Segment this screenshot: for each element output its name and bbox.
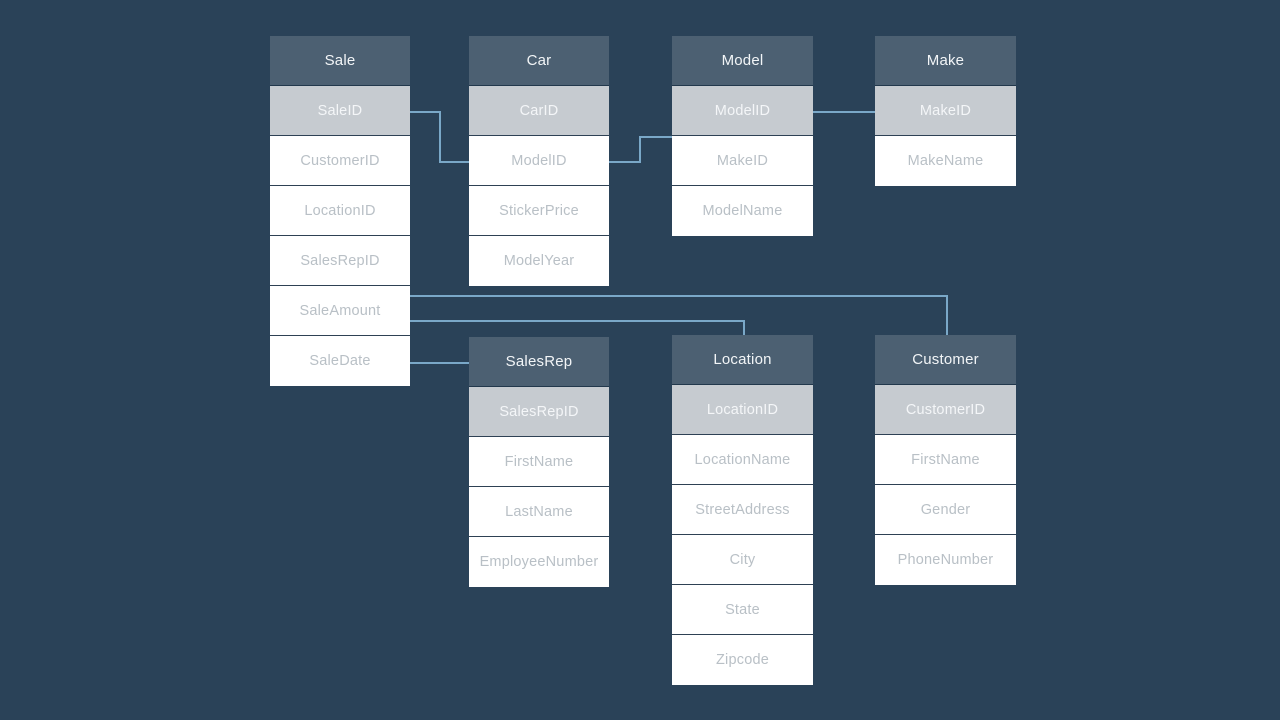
field-car-modelid[interactable]: ModelID <box>469 136 609 186</box>
relationship-line-sale-customer <box>410 295 948 335</box>
entity-title-location: Location <box>672 335 813 385</box>
field-car-modelyear[interactable]: ModelYear <box>469 236 609 286</box>
entity-title-salesrep: SalesRep <box>469 337 609 387</box>
primary-key-field-location-locationid[interactable]: LocationID <box>672 385 813 435</box>
field-location-state[interactable]: State <box>672 585 813 635</box>
field-customer-phonenumber[interactable]: PhoneNumber <box>875 535 1016 585</box>
entity-title-model: Model <box>672 36 813 86</box>
field-model-modelname[interactable]: ModelName <box>672 186 813 236</box>
field-sale-saledate[interactable]: SaleDate <box>270 336 410 386</box>
relationship-line-car-model <box>609 136 672 163</box>
primary-key-field-salesrep-salesrepid[interactable]: SalesRepID <box>469 387 609 437</box>
primary-key-field-car-carid[interactable]: CarID <box>469 86 609 136</box>
primary-key-field-customer-customerid[interactable]: CustomerID <box>875 385 1016 435</box>
field-salesrep-lastname[interactable]: LastName <box>469 487 609 537</box>
entity-title-customer: Customer <box>875 335 1016 385</box>
field-sale-locationid[interactable]: LocationID <box>270 186 410 236</box>
entity-title-sale: Sale <box>270 36 410 86</box>
field-salesrep-firstname[interactable]: FirstName <box>469 437 609 487</box>
field-location-streetaddress[interactable]: StreetAddress <box>672 485 813 535</box>
entity-title-make: Make <box>875 36 1016 86</box>
field-model-makeid[interactable]: MakeID <box>672 136 813 186</box>
field-car-stickerprice[interactable]: StickerPrice <box>469 186 609 236</box>
field-sale-salesrepid[interactable]: SalesRepID <box>270 236 410 286</box>
primary-key-field-sale-saleid[interactable]: SaleID <box>270 86 410 136</box>
entity-title-car: Car <box>469 36 609 86</box>
field-customer-gender[interactable]: Gender <box>875 485 1016 535</box>
field-make-makename[interactable]: MakeName <box>875 136 1016 186</box>
relationship-line-sale-location <box>410 320 745 335</box>
field-salesrep-employeenumber[interactable]: EmployeeNumber <box>469 537 609 587</box>
field-sale-customerid[interactable]: CustomerID <box>270 136 410 186</box>
relationship-line-sale-car <box>410 111 469 163</box>
primary-key-field-make-makeid[interactable]: MakeID <box>875 86 1016 136</box>
field-location-city[interactable]: City <box>672 535 813 585</box>
field-sale-saleamount[interactable]: SaleAmount <box>270 286 410 336</box>
primary-key-field-model-modelid[interactable]: ModelID <box>672 86 813 136</box>
field-customer-firstname[interactable]: FirstName <box>875 435 1016 485</box>
field-location-zipcode[interactable]: Zipcode <box>672 635 813 685</box>
field-location-locationname[interactable]: LocationName <box>672 435 813 485</box>
